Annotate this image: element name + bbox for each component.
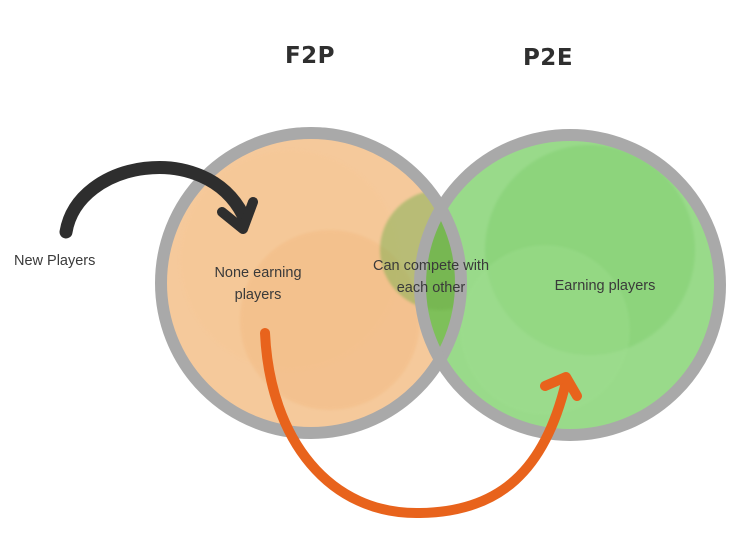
- p2e-circle-outline: [414, 129, 726, 441]
- f2p-circle-outline: [155, 127, 467, 439]
- new-players-label: New Players: [14, 253, 96, 269]
- p2e-circle-fill: [420, 135, 720, 435]
- new-players-arrow: [59, 161, 258, 239]
- f2p-to-p2e-arrow: [260, 328, 582, 519]
- f2p-region-label: None earning players: [214, 265, 302, 303]
- f2p-title: F2P: [284, 43, 336, 69]
- p2e-region-label: Earning players: [554, 278, 656, 294]
- p2e-title: P2E: [522, 45, 574, 71]
- overlap-region-label: Can compete with each other: [372, 258, 490, 296]
- overlap-region: [380, 135, 461, 433]
